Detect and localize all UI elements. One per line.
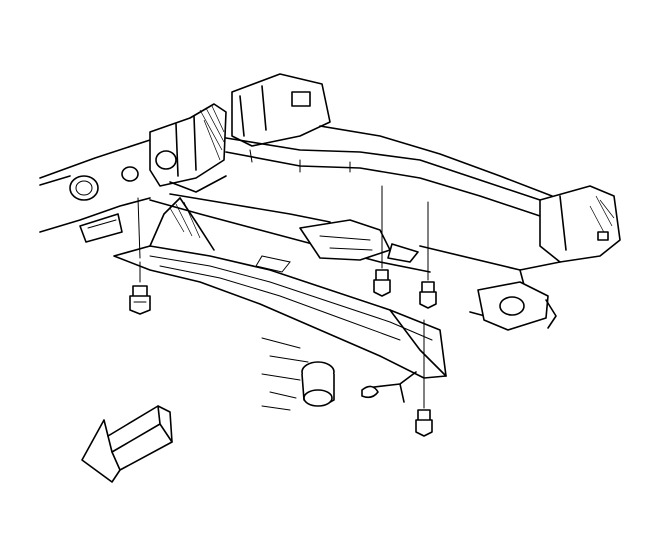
bolt-2 [373, 185, 391, 297]
bolt-4 [415, 319, 433, 437]
differential-housing [261, 337, 417, 411]
frame-mount-left [149, 103, 227, 193]
bolt-1 [129, 197, 151, 315]
frame-inner [149, 193, 431, 273]
forward-arrow-icon [81, 405, 173, 483]
frame-rail-side [419, 185, 621, 331]
frame-rail-front [39, 131, 177, 243]
skid-plate [113, 197, 447, 379]
bolt-3 [419, 201, 437, 309]
crossmember [225, 73, 553, 217]
